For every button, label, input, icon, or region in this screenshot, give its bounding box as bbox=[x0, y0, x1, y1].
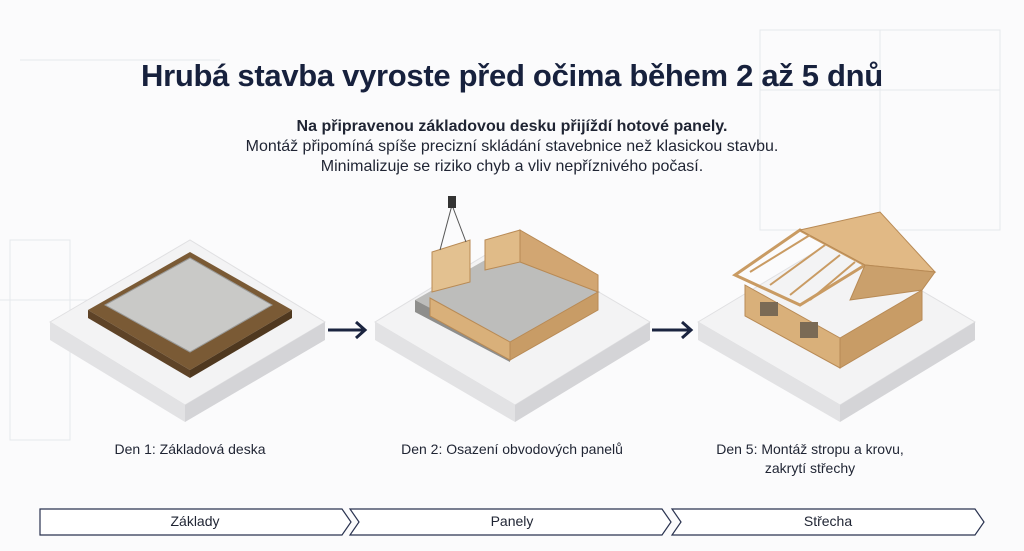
phase-label-zaklady: Základy bbox=[170, 513, 220, 529]
phase-label-strecha: Střecha bbox=[803, 513, 853, 529]
step-caption-text: Den 5: Montáž stropu a krovu, bbox=[716, 441, 904, 457]
subtitle-line-3: Minimalizuje se riziko chyb a vliv nepří… bbox=[320, 158, 704, 175]
subtitle-line-1: Na připravenou základovou desku přijíždí… bbox=[296, 118, 728, 135]
phase-segment-panely bbox=[348, 508, 672, 536]
crane-hook-icon bbox=[448, 196, 456, 208]
subtitle: Na připravenou základovou desku přijíždí… bbox=[0, 117, 1024, 177]
page-title: Hrubá stavba vyroste před očima během 2 … bbox=[141, 58, 883, 93]
phase-label-panely: Panely bbox=[490, 513, 534, 529]
phase-bar bbox=[39, 508, 985, 536]
phase-segment-strecha bbox=[670, 508, 985, 536]
step-caption-text-2: zakrytí střechy bbox=[764, 460, 856, 476]
wall-panels-illustration bbox=[374, 196, 651, 422]
step-caption-text: Den 2: Osazení obvodových panelů bbox=[401, 441, 623, 457]
foundation-illustration bbox=[49, 239, 326, 422]
arrow-right-icon bbox=[652, 320, 694, 340]
step-caption-1: Den 1: Základová deska bbox=[40, 440, 340, 459]
step-caption-3: Den 5: Montáž stropu a krovu, zakrytí st… bbox=[660, 440, 960, 478]
arrow-right-icon bbox=[328, 320, 368, 340]
phase-segment-zaklady bbox=[39, 508, 352, 536]
subtitle-line-2: Montáž připomíná spíše precizní skládání… bbox=[245, 138, 779, 155]
house-roof-illustration bbox=[697, 211, 976, 422]
step-caption-2: Den 2: Osazení obvodových panelů bbox=[362, 440, 662, 459]
step-caption-text: Den 1: Základová deska bbox=[114, 441, 266, 457]
